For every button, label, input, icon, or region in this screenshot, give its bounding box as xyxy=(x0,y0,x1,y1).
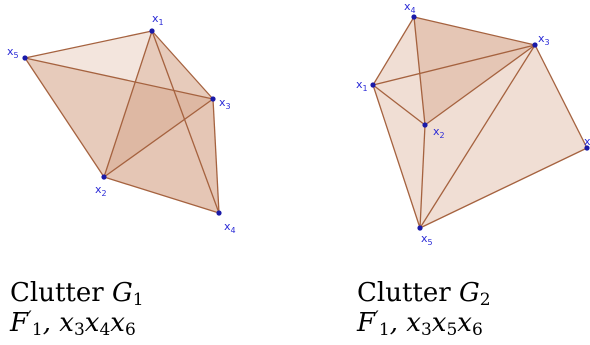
left-vertex-x5 xyxy=(22,55,28,61)
left-face-4 xyxy=(104,99,219,213)
left-vertex-x4 xyxy=(216,210,222,216)
right-vertex-label-x1: x1 xyxy=(356,78,368,93)
right-edge-x4-x3 xyxy=(413,16,536,46)
right-vertex-x4 xyxy=(411,14,417,20)
right-edge-x3-x6 xyxy=(534,44,588,149)
right-edge-x2-x3 xyxy=(424,44,536,126)
right-clutter-diagram: x1 x2 x3 x4 x5 x6 xyxy=(356,0,590,247)
right-caption-line1: Clutter G2 xyxy=(357,278,491,310)
right-edge-x3-x5 xyxy=(419,44,536,229)
left-vertex-x1 xyxy=(149,28,155,34)
left-vertex-label-x3: x3 xyxy=(219,96,231,111)
left-edge-x5-x1 xyxy=(24,30,153,59)
left-face-1 xyxy=(25,58,213,177)
left-vertex-label-x5: x5 xyxy=(7,45,19,60)
right-face-3 xyxy=(373,85,425,228)
left-edge-x5-x3 xyxy=(24,57,214,100)
left-edge-x5-x2 xyxy=(24,57,105,178)
right-edge-x4-x2 xyxy=(413,16,426,126)
right-vertex-x1 xyxy=(370,82,376,88)
right-edge-x1-x3 xyxy=(372,44,536,86)
left-vertex-label-x2: x2 xyxy=(95,183,107,198)
right-edge-x4-x1 xyxy=(372,16,415,86)
left-vertex-label-x1: x1 xyxy=(152,12,164,27)
left-face-2 xyxy=(104,31,219,213)
right-vertex-x5 xyxy=(417,225,423,231)
right-vertex-label-x6: x6 xyxy=(584,135,590,150)
right-edge-x1-x2 xyxy=(372,84,426,126)
right-vertex-x3 xyxy=(532,42,538,48)
right-vertex-label-x4: x4 xyxy=(404,0,416,15)
right-vertex-label-x3: x3 xyxy=(538,32,550,47)
left-edge-x3-x4 xyxy=(212,98,220,214)
left-edge-x1-x2 xyxy=(103,30,153,178)
right-edge-x1-x5 xyxy=(372,84,421,229)
left-vertex-x2 xyxy=(101,174,107,180)
right-caption-line2: F′1, x3x5x6 xyxy=(357,308,483,340)
left-vertex-x3 xyxy=(210,96,216,102)
right-edge-x2-x5 xyxy=(419,124,426,229)
left-edge-x1-x4 xyxy=(151,30,220,214)
left-edge-x1-x3 xyxy=(151,30,214,100)
right-face-4 xyxy=(420,45,587,228)
right-face-1 xyxy=(373,45,535,125)
left-caption-line2: F′1, x3x4x6 xyxy=(10,308,136,340)
right-vertex-label-x2: x2 xyxy=(433,125,445,140)
right-face-0 xyxy=(373,17,535,85)
left-clutter-diagram: x1 x2 x3 x4 x5 xyxy=(7,12,236,235)
right-vertex-x6 xyxy=(584,145,590,151)
left-caption-line1: Clutter G1 xyxy=(10,278,144,310)
right-edge-x6-x5 xyxy=(419,147,588,229)
left-edge-x2-x3 xyxy=(103,98,214,178)
right-vertex-x2 xyxy=(422,122,428,128)
left-vertex-label-x4: x4 xyxy=(224,220,236,235)
left-edge-x2-x4 xyxy=(103,176,220,214)
right-vertex-label-x5: x5 xyxy=(421,232,433,247)
right-face-2 xyxy=(414,17,535,125)
